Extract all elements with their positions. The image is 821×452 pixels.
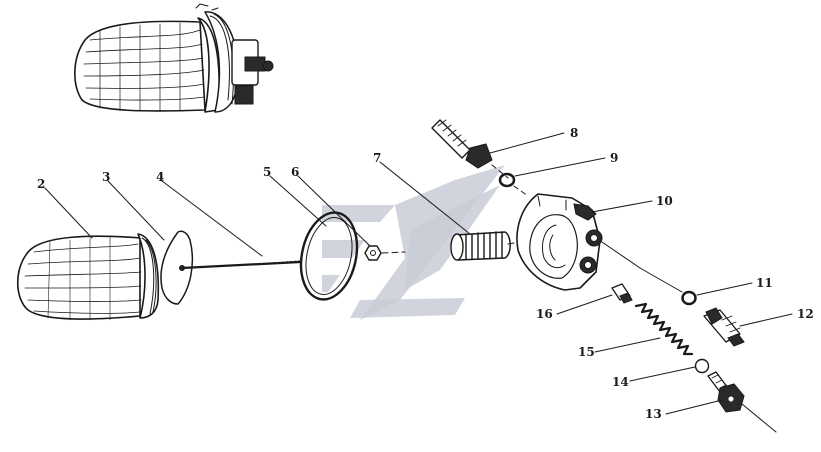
part-12-fitting	[703, 307, 745, 347]
callout-6: 6	[291, 165, 299, 179]
callout-4: 4	[156, 170, 164, 184]
callout-16: 16	[536, 307, 553, 321]
callout-5: 5	[263, 165, 271, 179]
callout-8: 8	[570, 126, 578, 140]
callout-labels: 2 3 4 5 6 7 8 9 10 11 12 13 14 15 16	[37, 126, 814, 421]
callout-9: 9	[610, 151, 618, 165]
part-4-center-rod	[180, 260, 302, 270]
part-16-nozzle	[611, 283, 633, 304]
callout-2: 2	[37, 177, 45, 191]
part-9-washer	[498, 172, 529, 197]
part-13-plug-bolt	[707, 371, 777, 433]
callout-13: 13	[645, 407, 662, 421]
leader-lines	[44, 132, 793, 415]
part-3-filter-disc	[160, 230, 194, 305]
part-2-filter-bowl	[17, 233, 160, 321]
callout-10: 10	[656, 194, 673, 208]
callout-3: 3	[102, 170, 110, 184]
part-8-bleed-screw	[431, 119, 509, 179]
callout-12: 12	[797, 307, 814, 321]
part-14-check-ball	[694, 358, 710, 374]
callout-15: 15	[578, 345, 595, 359]
callout-7: 7	[373, 151, 381, 165]
part-5-o-ring	[299, 211, 359, 301]
part-6-small-nut	[364, 245, 406, 261]
callout-11: 11	[756, 276, 773, 290]
assembled-filter-illustration	[74, 3, 274, 113]
part-11-washer	[681, 290, 697, 306]
callout-14: 14	[612, 375, 629, 389]
part-15-spring	[634, 302, 694, 356]
part-10-filter-head	[516, 193, 603, 291]
